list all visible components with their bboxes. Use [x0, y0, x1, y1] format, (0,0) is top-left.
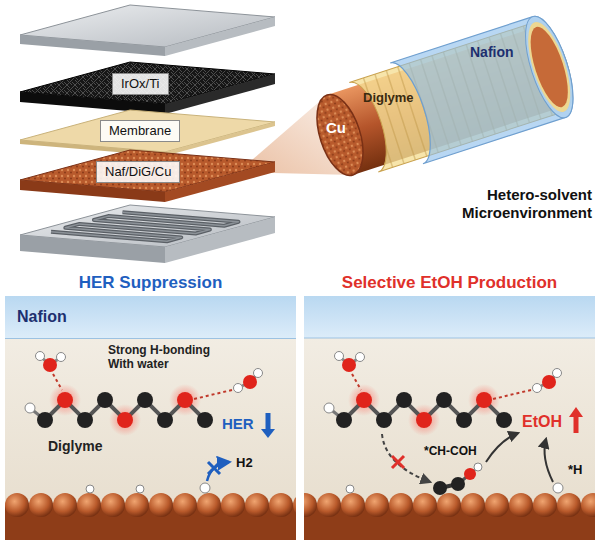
her-blocked-path — [207, 462, 229, 481]
coated-wire — [305, 11, 583, 192]
panel-ground — [5, 296, 296, 540]
coated-wire — [523, 23, 576, 112]
ethanol-path — [474, 463, 482, 471]
flow-channel — [51, 212, 239, 241]
ethanol-path — [545, 439, 553, 482]
layer-name: Nafion — [470, 44, 514, 61]
adsorbate-name: *H — [568, 462, 582, 478]
panel-ground — [304, 338, 595, 339]
mechanism-panel: HER SuppressionNafion — [5, 272, 296, 540]
ethanol-path — [392, 456, 404, 468]
ethanol-path — [464, 468, 476, 480]
layer-name: Naf/DiG/Cu — [105, 164, 171, 179]
her-blocked-path — [200, 483, 210, 493]
layer-name: Membrane — [109, 123, 171, 138]
cell-stack — [20, 35, 165, 56]
copper-surface — [5, 491, 296, 540]
layer-name: Diglyme — [363, 90, 414, 106]
cell-stack — [20, 180, 165, 202]
mechanism-panel: Selective EtOH Production — [304, 272, 595, 540]
molecule-name: Diglyme — [48, 438, 102, 455]
her-blocked-path — [86, 485, 94, 493]
panel-ground — [304, 296, 595, 338]
panel-title: HER Suppression — [5, 272, 296, 294]
layer-label-box: IrOx/Ti — [112, 73, 169, 95]
cell-stack — [165, 122, 275, 156]
her-blocked-path — [136, 485, 144, 493]
caption-text: Hetero-solvent Microenvironment — [432, 186, 592, 222]
ethanol-path — [451, 477, 465, 491]
her-blocked-path — [86, 413, 275, 493]
panel-ground — [5, 296, 595, 540]
cell-stack — [165, 17, 275, 56]
reaction-name: HER — [222, 415, 254, 433]
cell-stack — [165, 162, 275, 202]
product-name: H2 — [236, 455, 253, 471]
intermediate-name: *CH-COH — [424, 444, 477, 458]
ethanol-path — [433, 481, 447, 495]
layer-label-box: Naf/DiG/Cu — [96, 161, 180, 183]
ethanol-path — [346, 407, 583, 495]
product-name: EtOH — [522, 412, 562, 431]
cell-stack — [165, 74, 275, 114]
layer-label-box: Membrane — [100, 120, 180, 142]
ethanol-path — [382, 434, 430, 482]
layer-name: Nafion — [5, 296, 67, 338]
coated-wire — [390, 11, 583, 164]
layer-name: IrOx/Ti — [121, 76, 160, 91]
copper-surface — [304, 491, 595, 540]
annotation: Strong H-bonding With water — [108, 343, 238, 371]
coated-wire — [308, 89, 372, 181]
ethanol-path — [346, 485, 354, 493]
illustration — [324, 352, 562, 437]
ethanol-path — [553, 483, 563, 493]
panel-title: Selective EtOH Production — [304, 272, 595, 294]
nafion-band: Nafion — [5, 296, 296, 339]
cell-stack — [20, 5, 353, 263]
cell-stack — [51, 212, 239, 241]
her-blocked-path — [261, 429, 275, 438]
layer-name: Cu — [326, 119, 346, 137]
ethanol-path — [569, 407, 583, 417]
panel-ground — [304, 296, 595, 540]
her-blocked-path — [208, 462, 220, 474]
coated-wire — [516, 11, 583, 123]
ethanol-path — [486, 433, 518, 462]
coated-wire — [519, 17, 578, 116]
